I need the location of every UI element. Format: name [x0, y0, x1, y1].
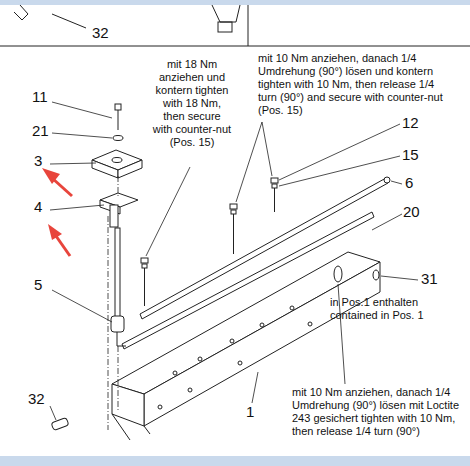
- callout-number: 1: [246, 403, 254, 420]
- callout-number: 32: [92, 24, 109, 41]
- callout-number: 6: [405, 174, 413, 191]
- note-text: in Pos.1 enthalten contained in Pos. 1: [330, 296, 448, 322]
- callout-number: 3: [34, 152, 42, 169]
- frame-top: [0, 0, 470, 5]
- centre-lines: [108, 176, 118, 430]
- frame-bottom: [0, 456, 470, 466]
- note-text: mit 10 Nm anziehen, danach 1/4 Umdrehung…: [292, 386, 462, 438]
- callout-number: 21: [32, 122, 49, 139]
- callout-number: 4: [34, 198, 42, 215]
- callout-number: 32: [28, 390, 45, 407]
- note-text: mit 18 Nm anziehen und kontern tighten w…: [152, 58, 232, 149]
- note-text: mit 10 Nm anziehen, danach 1/4 Umdrehung…: [258, 52, 454, 117]
- callout-number: 11: [32, 88, 48, 105]
- callout-number: 15: [402, 146, 419, 163]
- panel-lines: [0, 5, 470, 46]
- callout-number: 31: [421, 270, 438, 287]
- leader-lines: [50, 102, 418, 420]
- callout-number: 20: [403, 203, 420, 220]
- callout-number: 5: [34, 276, 42, 293]
- marker-arrows: [42, 168, 72, 256]
- callout-number: 12: [402, 114, 419, 131]
